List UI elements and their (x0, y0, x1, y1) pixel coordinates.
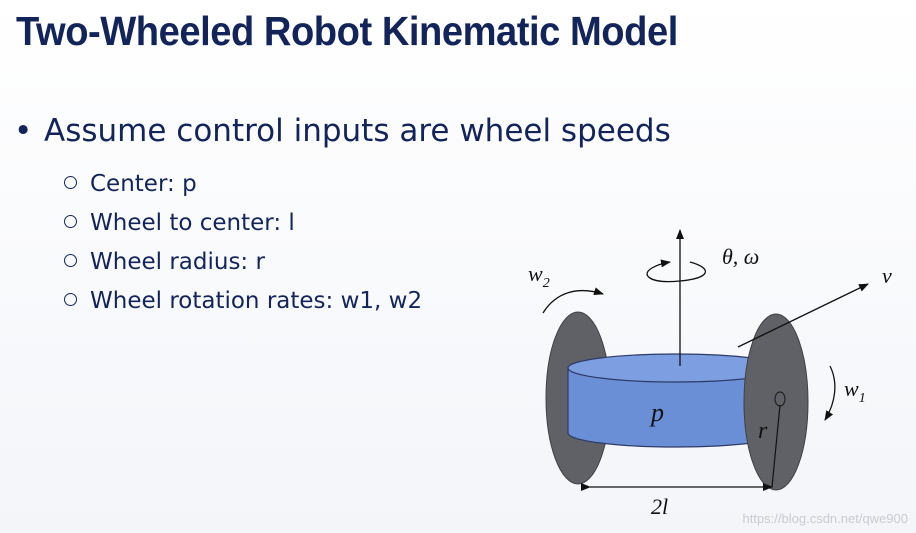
sub-bullet-text: Wheel radius: r (90, 249, 265, 275)
w1-rotation-arrow (824, 365, 836, 421)
sub-bullet-item: Wheel rotation rates: w1, w2 (64, 283, 422, 322)
sub-bullet-item: Wheel to center: l (64, 205, 422, 244)
circle-bullet-icon (64, 254, 77, 267)
w2-rotation-arrow (542, 287, 604, 314)
bullet-dot: • (14, 113, 33, 149)
sub-bullet-list: Center: p Wheel to center: l Wheel radiu… (64, 166, 422, 322)
circle-bullet-icon (64, 215, 77, 228)
watermark: https://blog.csdn.net/qwe900 (742, 511, 908, 526)
label-p: p (649, 398, 664, 427)
label-r: r (758, 418, 768, 444)
sub-bullet-item: Center: p (64, 166, 422, 205)
label-2l: 2l (651, 494, 668, 519)
radius-line (771, 404, 781, 488)
label-w1: w1 (844, 376, 866, 406)
rotation-indicator-icon (646, 259, 707, 283)
slide-title: Two-Wheeled Robot Kinematic Model (16, 8, 678, 54)
circle-bullet-icon (64, 293, 77, 306)
label-w2: w2 (528, 261, 550, 291)
circle-bullet-icon (64, 176, 77, 189)
main-bullet-text: Assume control inputs are wheel speeds (44, 113, 671, 149)
sub-bullet-text: Wheel to center: l (90, 210, 295, 236)
main-bullet: • Assume control inputs are wheel speeds (14, 113, 671, 149)
sub-bullet-item: Wheel radius: r (64, 244, 422, 283)
label-theta-omega: θ, ω (722, 244, 759, 269)
velocity-arrow (737, 283, 869, 348)
sub-bullet-text: Wheel rotation rates: w1, w2 (90, 288, 423, 314)
label-v: v (882, 263, 892, 288)
sub-bullet-text: Center: p (90, 171, 197, 197)
